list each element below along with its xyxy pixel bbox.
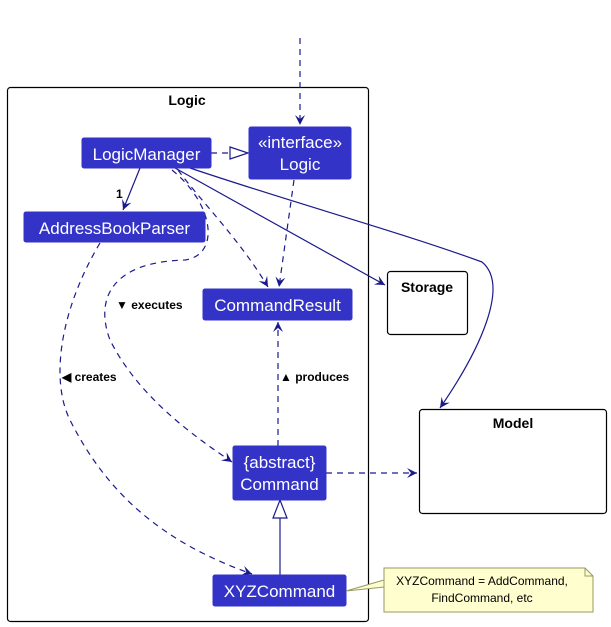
svg-text:Logic: Logic xyxy=(280,155,321,174)
logic-package xyxy=(6,86,370,623)
manager-storage-edge xyxy=(174,167,386,286)
logic-commandresult-edge xyxy=(275,179,295,288)
svg-text:AddressBookParser: AddressBookParser xyxy=(39,219,191,238)
svg-text:LogicManager: LogicManager xyxy=(93,145,201,164)
note-line-1: XYZCommand = AddCommand, xyxy=(396,574,568,588)
creates-label: ◀ creates xyxy=(61,370,117,384)
svg-text:XYZCommand: XYZCommand xyxy=(224,582,335,601)
executes-edge xyxy=(104,169,233,463)
class-xyz-command[interactable]: XYZCommand xyxy=(212,574,347,607)
storage-package-title: Storage xyxy=(401,279,453,295)
class-address-book-parser[interactable]: AddressBookParser xyxy=(23,211,206,243)
executes-label: ▼ executes xyxy=(116,298,183,312)
svg-text:«interface»: «interface» xyxy=(258,133,342,152)
note: XYZCommand = AddCommand, FindCommand, et… xyxy=(345,567,594,613)
manager-model-edge xyxy=(189,167,494,409)
class-logic-interface[interactable]: «interface» Logic xyxy=(248,126,352,180)
manager-parser-edge xyxy=(122,167,141,211)
svg-text:{abstract}: {abstract} xyxy=(244,453,316,472)
note-connector xyxy=(345,579,385,592)
class-logic-manager[interactable]: LogicManager xyxy=(81,137,212,169)
storage-package xyxy=(386,270,469,336)
inheritance-arrowhead-icon xyxy=(272,498,288,519)
class-command-result[interactable]: CommandResult xyxy=(202,288,353,321)
logic-package-title: Logic xyxy=(168,92,206,108)
note-line-2: FindCommand, etc xyxy=(431,591,532,605)
model-package xyxy=(418,408,608,515)
manager-commandresult-edge xyxy=(177,169,269,288)
realization-arrowhead-icon xyxy=(229,146,250,160)
multiplicity-label: 1 xyxy=(116,187,123,201)
model-package-title: Model xyxy=(493,415,533,431)
svg-text:Command: Command xyxy=(240,475,318,494)
svg-text:CommandResult: CommandResult xyxy=(214,296,341,315)
produces-label: ▲ produces xyxy=(280,370,350,384)
class-command[interactable]: {abstract} Command xyxy=(232,445,327,501)
